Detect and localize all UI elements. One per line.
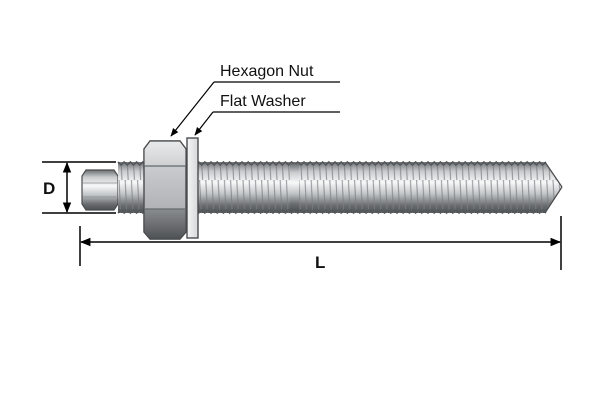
rod-end-hex-stub bbox=[81, 169, 119, 211]
hexagon-nut-label: Hexagon Nut bbox=[220, 63, 314, 80]
length-dimension bbox=[79, 216, 562, 270]
flat-washer-label: Flat Washer bbox=[220, 93, 306, 110]
threaded-rod bbox=[117, 160, 563, 215]
callout-leaders bbox=[170, 81, 340, 137]
hexagon-nut bbox=[143, 140, 187, 240]
diameter-dimension bbox=[42, 161, 116, 214]
diameter-label: D bbox=[43, 179, 56, 198]
length-label: L bbox=[315, 253, 326, 272]
flat-washer bbox=[186, 137, 199, 239]
